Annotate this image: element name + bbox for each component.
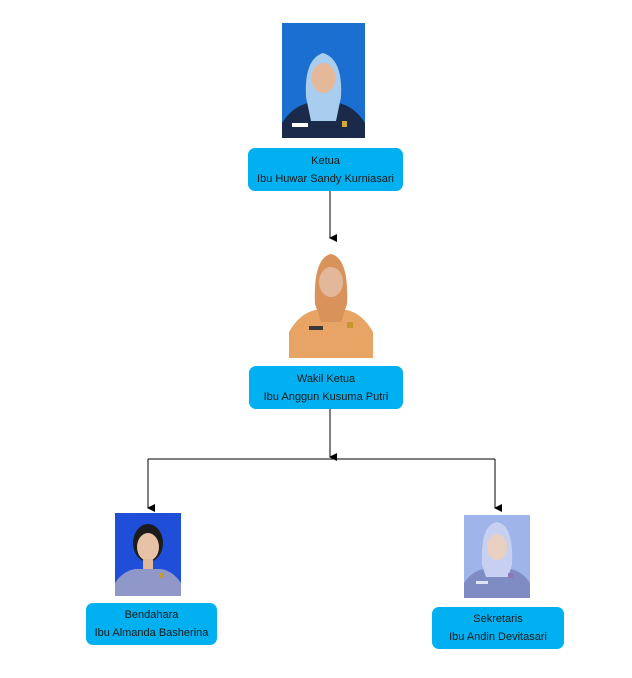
ketua-name: Ibu Huwar Sandy Kurniasari: [257, 172, 394, 185]
sekretaris-box: Sekretaris Ibu Andin Devitasari: [432, 607, 564, 649]
ketua-role: Ketua: [311, 154, 340, 167]
wakil-ketua-name: Ibu Anggun Kusuma Putri: [263, 390, 389, 403]
wakil-ketua-photo: [289, 242, 373, 358]
bendahara-name: Ibu Almanda Basherina: [94, 627, 209, 639]
bendahara-box: Bendahara Ibu Almanda Basherina: [86, 603, 217, 645]
sekretaris-role: Sekretaris: [473, 613, 523, 625]
bendahara-role: Bendahara: [124, 609, 179, 621]
wakil-ketua-box: Wakil Ketua Ibu Anggun Kusuma Putri: [249, 366, 403, 409]
wakil-ketua-role: Wakil Ketua: [296, 372, 356, 385]
ketua-box: Ketua Ibu Huwar Sandy Kurniasari: [248, 148, 403, 191]
sekretaris-photo: [464, 515, 530, 598]
ketua-photo: [282, 23, 365, 138]
bendahara-photo: [115, 513, 181, 596]
sekretaris-name: Ibu Andin Devitasari: [449, 631, 547, 643]
